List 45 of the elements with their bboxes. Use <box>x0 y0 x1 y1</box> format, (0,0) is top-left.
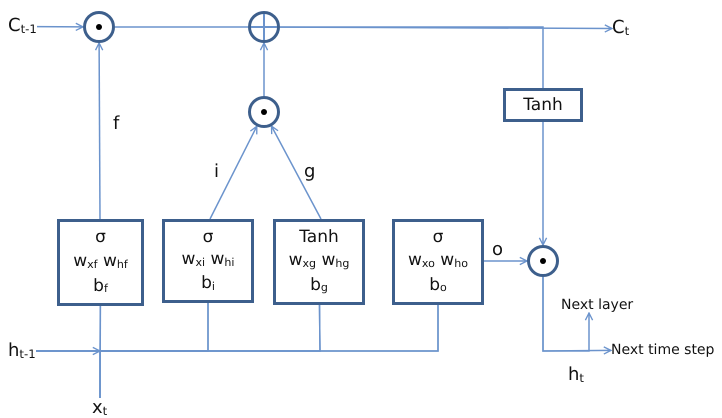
edge-label: g <box>304 162 316 182</box>
connector-line <box>280 26 544 88</box>
function-label: σ <box>95 228 106 248</box>
gate-box <box>273 219 365 305</box>
multiply-circle <box>248 96 280 128</box>
multiply-circle <box>527 245 559 277</box>
state-label: C$_{t-1}$ <box>8 16 37 37</box>
bias-label: b$_{o}$ <box>429 276 447 296</box>
input-label: h$_{t-1}$ <box>8 341 36 362</box>
arrow <box>37 22 84 32</box>
gate-box <box>162 219 254 303</box>
function-label: σ <box>432 228 444 248</box>
activation-box <box>503 88 583 122</box>
function-label: Tanh <box>299 228 339 248</box>
bias-label: b$_{i}$ <box>201 274 215 294</box>
multiply-circle <box>83 11 115 43</box>
bias-label: b$_{g}$ <box>310 276 328 296</box>
output-label: h$_{t}$ <box>568 365 584 386</box>
arrow <box>260 42 268 96</box>
arrow <box>270 125 322 220</box>
function-label: σ <box>202 228 214 247</box>
arrow <box>538 122 548 246</box>
add-circle <box>248 11 280 43</box>
weight-label: w$_{xg}$ w$_{hg}$ <box>288 251 350 272</box>
weight-label: w$_{xo}$ w$_{ho}$ <box>408 251 468 272</box>
weight-label: w$_{xf}$ w$_{hf}$ <box>73 252 128 272</box>
connector-line <box>115 26 248 28</box>
state-label: C$_{t}$ <box>612 18 630 39</box>
bias-label: b$_{f}$ <box>93 276 108 297</box>
gate-box <box>392 219 484 305</box>
output-label: Next time step <box>611 342 714 358</box>
connector-line <box>99 306 102 398</box>
arrow <box>484 256 528 266</box>
edge-label: o <box>492 240 504 260</box>
arrow <box>542 277 594 352</box>
connector-line <box>99 305 439 398</box>
edge-label: f <box>113 114 120 134</box>
edge-label: i <box>214 162 220 182</box>
function-label: Tanh <box>523 96 563 114</box>
weight-label: w$_{xi}$ w$_{hi}$ <box>182 250 234 270</box>
arrow <box>209 126 258 220</box>
input-label: x$_{t}$ <box>92 398 108 418</box>
gate-box <box>57 219 144 306</box>
arrow <box>94 42 104 220</box>
output-label: Next layer <box>561 297 634 313</box>
